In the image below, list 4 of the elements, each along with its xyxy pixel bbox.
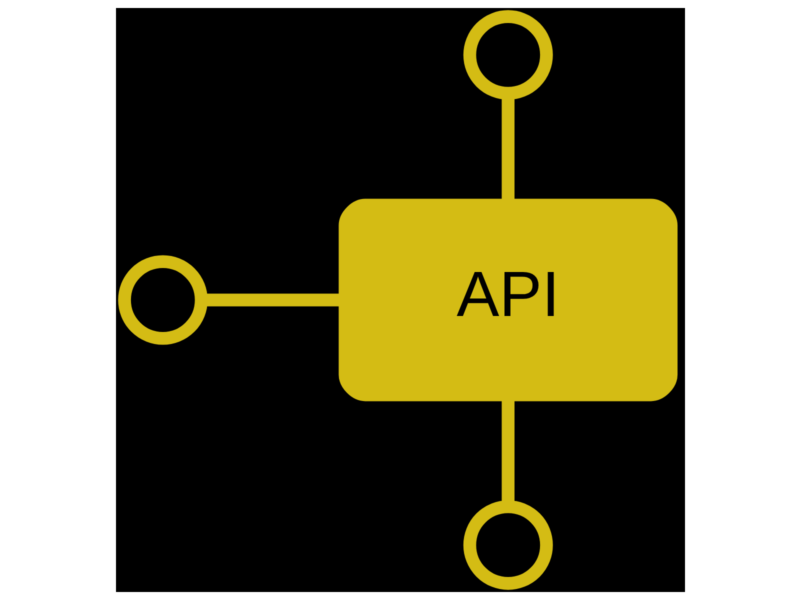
node-circle <box>462 10 552 100</box>
node-circle <box>118 255 208 345</box>
node-box: API <box>338 198 678 402</box>
node-circle <box>462 500 552 590</box>
